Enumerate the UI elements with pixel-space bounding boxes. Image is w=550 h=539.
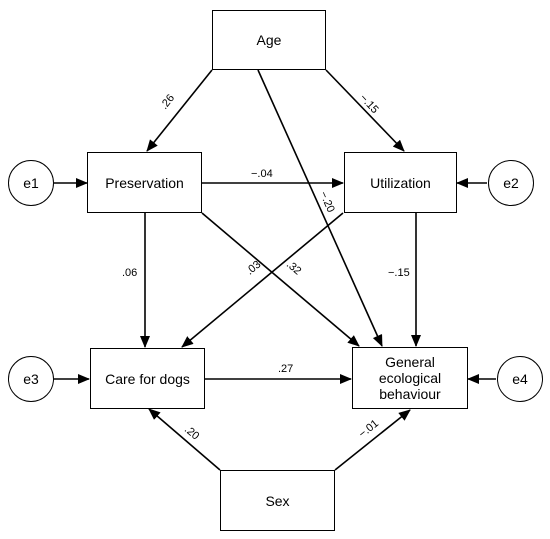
node-e3: e3 [8,356,54,402]
arrow-age-to-preservation [146,69,213,152]
arrow-utilization-to-care [181,212,344,348]
node-e1: e1 [8,160,54,206]
node-general-ecological-behaviour: General ecological behaviour [352,347,468,409]
node-sex: Sex [220,470,335,531]
coef-care-to-general: .27 [278,363,294,375]
arrow-preservation-to-general [201,212,360,347]
coef-preservation-to-utilization: −.04 [251,168,273,180]
node-care-for-dogs: Care for dogs [90,348,205,409]
node-preservation: Preservation [87,152,202,213]
node-e4: e4 [497,356,543,402]
node-utilization: Utilization [344,152,457,213]
node-age: Age [212,10,326,70]
coef-preservation-to-care: .06 [122,267,138,279]
arrow-sex-to-general [334,409,411,471]
arrow-age-to-general [257,69,383,347]
node-e2: e2 [488,160,534,206]
arrow-age-to-utilization [325,69,405,152]
coef-utilization-to-general: −.15 [388,267,410,279]
arrow-sex-to-care [148,408,221,471]
